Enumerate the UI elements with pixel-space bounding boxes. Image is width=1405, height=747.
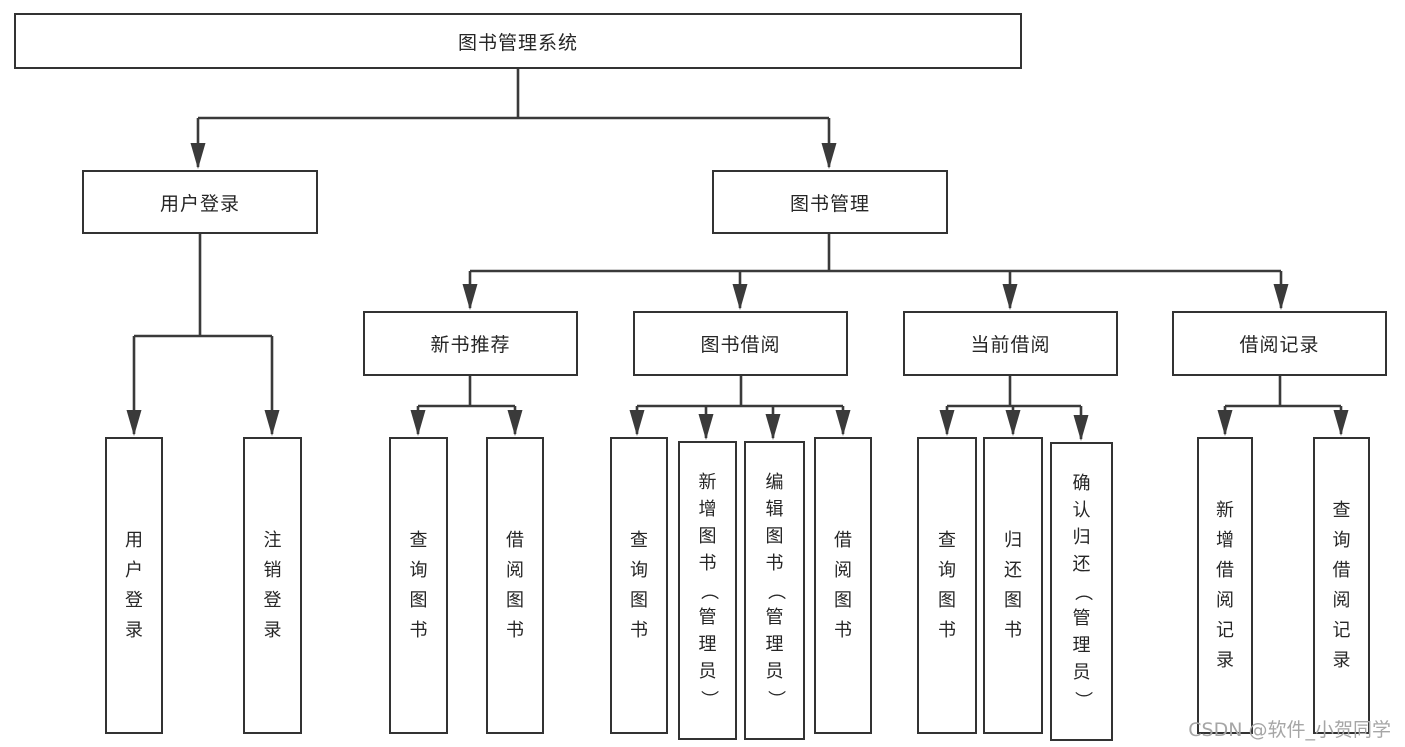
leaf-logout: 注销登录 [243, 437, 302, 734]
leaf-borrowing-query-books: 查询图书 [610, 437, 668, 734]
leaf-records-query-record: 查询借阅记录 [1313, 437, 1370, 734]
node-book-management: 图书管理 [712, 170, 948, 234]
leaf-borrowing-borrow-books: 借阅图书 [814, 437, 872, 734]
leaf-current-return-books: 归还图书 [983, 437, 1043, 734]
leaf-records-add-record: 新增借阅记录 [1197, 437, 1253, 734]
leaf-user-login: 用户登录 [105, 437, 163, 734]
leaf-borrowing-add-books-admin: 新增图书（管理员） [678, 441, 737, 740]
node-current-borrowing: 当前借阅 [903, 311, 1118, 376]
leaf-current-query-books: 查询图书 [917, 437, 977, 734]
node-new-book-recommend: 新书推荐 [363, 311, 578, 376]
watermark: CSDN @软件_小贺同学 [1188, 719, 1391, 741]
leaf-newbook-borrow-books: 借阅图书 [486, 437, 544, 734]
node-root: 图书管理系统 [14, 13, 1022, 69]
leaf-current-confirm-return-admin: 确认归还（管理员） [1050, 442, 1113, 741]
leaf-borrowing-edit-books-admin: 编辑图书（管理员） [744, 441, 805, 740]
node-borrow-records: 借阅记录 [1172, 311, 1387, 376]
leaf-newbook-query-books: 查询图书 [389, 437, 448, 734]
node-user-login: 用户登录 [82, 170, 318, 234]
node-book-borrowing: 图书借阅 [633, 311, 848, 376]
